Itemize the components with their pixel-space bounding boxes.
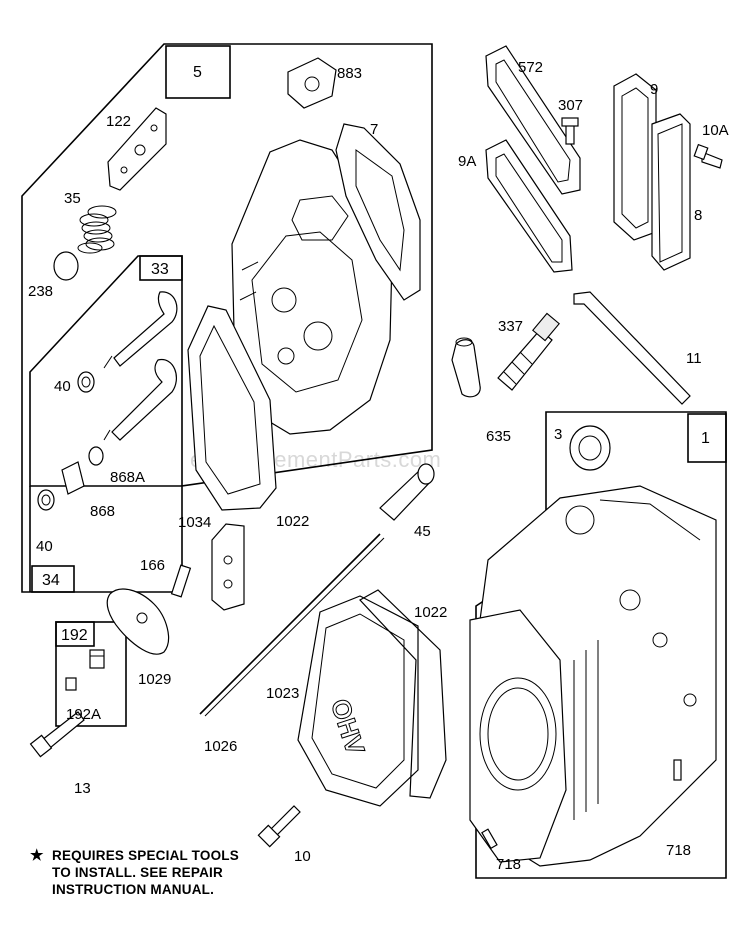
breather-cover-8-drawing: [651, 113, 691, 271]
label-883: 883: [337, 65, 362, 82]
retainer-40-upper-drawing: [77, 371, 95, 393]
label-13: 13: [74, 780, 91, 797]
kit-number-192: 192: [61, 627, 88, 644]
rocker-arm-1029-drawing: [106, 588, 169, 655]
engine-block-drawing: [469, 485, 717, 867]
label-572: 572: [518, 59, 543, 76]
note-line-3: INSTRUCTION MANUAL.: [52, 882, 214, 897]
retainer-40-lower-drawing: [37, 489, 55, 511]
label-8: 8: [694, 207, 702, 224]
plug-boot-635-drawing: [451, 337, 481, 398]
label-238: 238: [28, 283, 53, 300]
kit-number-5: 5: [193, 64, 202, 81]
push-rod-1026-drawing: [199, 533, 385, 717]
label-3: 3: [554, 426, 562, 443]
washer-868A-drawing: [88, 446, 104, 466]
valve-seal-238-drawing: [53, 251, 79, 281]
dowel-pin-718-left-drawing: [481, 828, 498, 850]
stud-166-drawing: [170, 564, 192, 598]
special-tools-note: ★ REQUIRES SPECIAL TOOLS TO INSTALL. SEE…: [30, 847, 239, 897]
note-line-2: TO INSTALL. SEE REPAIR: [52, 865, 223, 880]
valve-springs-35-drawing: [77, 205, 117, 254]
gasket-1022-upper-drawing: [187, 305, 277, 511]
label-718-left: 718: [496, 856, 521, 873]
label-337: 337: [498, 318, 523, 335]
head-gasket-7-drawing: [335, 123, 421, 301]
valve-drawing-upper: [103, 291, 178, 369]
kit-box-33: 33: [139, 255, 183, 281]
kit-box-1: 1: [687, 413, 727, 463]
kit-number-1: 1: [701, 430, 710, 447]
support-plate-122-drawing: [107, 107, 167, 191]
label-192A: 192A: [66, 706, 101, 723]
screw-13-drawing: [29, 711, 85, 758]
label-9: 9: [650, 81, 658, 98]
kit-box-5: 5: [165, 45, 231, 99]
label-718-right: 718: [666, 842, 691, 859]
valve-cover-1023-drawing: OHV: [297, 595, 419, 807]
label-35: 35: [64, 190, 81, 207]
label-40-lower: 40: [36, 538, 53, 555]
label-10A: 10A: [702, 122, 729, 139]
label-868: 868: [90, 503, 115, 520]
label-1029: 1029: [138, 671, 171, 688]
nut-192A-drawing: [65, 677, 77, 691]
gasket-9-drawing: [613, 73, 657, 241]
label-7: 7: [370, 121, 378, 138]
tube-45-drawing: [379, 463, 435, 521]
label-1023: 1023: [266, 685, 299, 702]
kit-number-33: 33: [151, 261, 169, 278]
breather-plate-1034-drawing: [211, 523, 245, 611]
kit-number-34: 34: [42, 572, 60, 589]
tube-11-drawing: [573, 291, 691, 405]
label-9A: 9A: [458, 153, 476, 170]
label-11: 11: [686, 350, 702, 367]
label-10: 10: [294, 848, 311, 865]
valve-drawing-lower: [103, 359, 177, 441]
label-1022-upper: 1022: [276, 513, 309, 530]
kit-box-192: 192: [55, 621, 127, 727]
note-line-1: REQUIRES SPECIAL TOOLS: [52, 848, 239, 863]
label-1022-lower: 1022: [414, 604, 447, 621]
label-1026: 1026: [204, 738, 237, 755]
label-40-upper: 40: [54, 378, 71, 395]
cylinder-head-drawing: [231, 139, 393, 435]
oil-seal-3-drawing: [569, 425, 611, 471]
screw-10-drawing: [257, 805, 301, 848]
label-635: 635: [486, 428, 511, 445]
dowel-pin-718-right-drawing: [673, 759, 682, 781]
seal-868-drawing: [61, 461, 85, 495]
label-45: 45: [414, 523, 431, 540]
gasket-883-drawing: [287, 57, 337, 109]
gasket-572-drawing: [485, 45, 581, 195]
label-868A: 868A: [110, 469, 145, 486]
label-166: 166: [140, 557, 165, 574]
label-122: 122: [106, 113, 131, 130]
kit-box-34: 34: [31, 565, 75, 593]
adjustment-screw-192-drawing: [89, 649, 105, 669]
valve-kit-frame-33: [29, 255, 183, 487]
spark-plug-337-drawing: [497, 312, 560, 391]
gasket-1022-lower-drawing: [359, 589, 447, 799]
screw-10A-drawing: [693, 143, 723, 169]
screw-307-drawing: [561, 117, 579, 145]
gasket-9A-drawing: [485, 139, 573, 273]
label-307: 307: [558, 97, 583, 114]
label-1034: 1034: [178, 514, 211, 531]
star-icon: ★: [30, 847, 44, 864]
